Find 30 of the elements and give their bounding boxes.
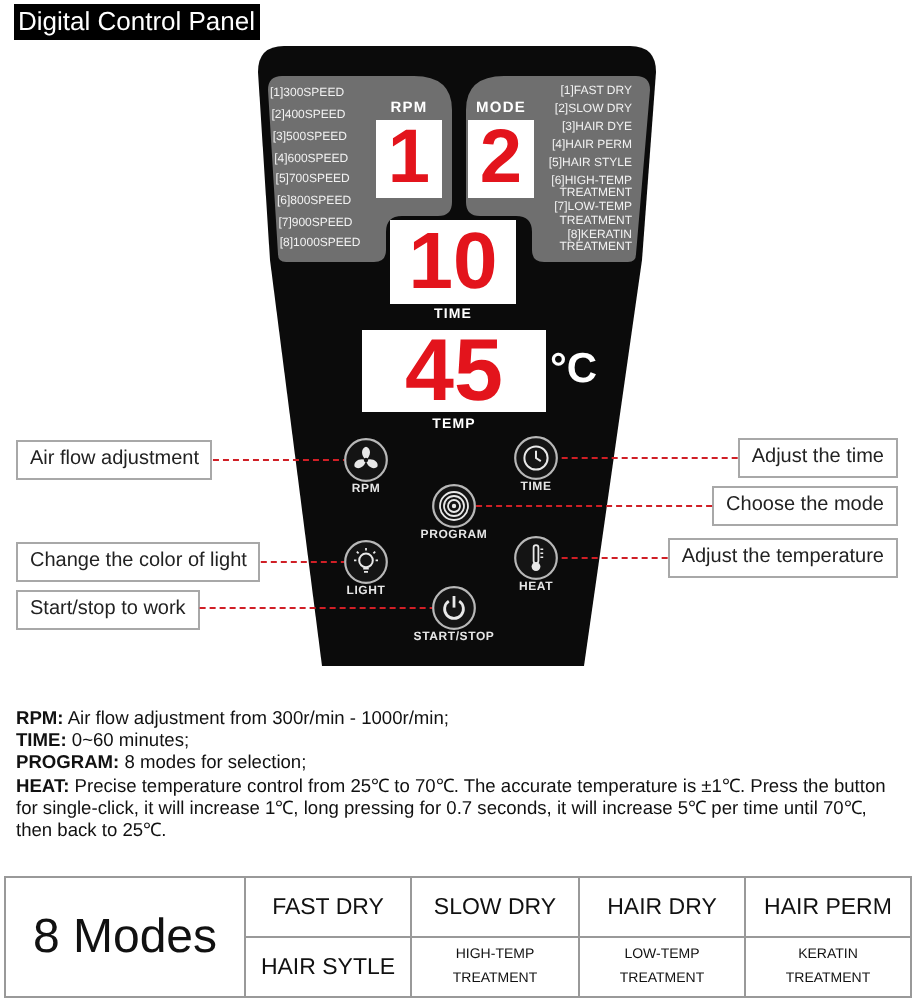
table-header-cell: 8 Modes bbox=[4, 876, 246, 998]
description-text: TIME: 0~60 minutes; bbox=[16, 730, 192, 753]
description-text: PROGRAM: 8 modes for selection; bbox=[16, 752, 309, 776]
light-bulb-icon bbox=[344, 540, 388, 584]
power-icon bbox=[432, 586, 476, 630]
unit-label: °C bbox=[550, 346, 598, 394]
digit-display: 1 bbox=[376, 120, 442, 198]
leader-line bbox=[212, 458, 344, 462]
clock-icon bbox=[514, 436, 558, 480]
callout-box: Start/stop to work bbox=[16, 590, 200, 630]
leader-line bbox=[199, 606, 432, 610]
fan-icon bbox=[344, 438, 388, 482]
leader-line bbox=[260, 560, 344, 564]
description-text: HEAT: Precise temperature control from 25℃ to 70℃. The accurate temperature is ±1℃. Press the button for single-click, it will increase 1℃, long pressing for 0.7 seconds, it will increase 5℃ per time until 70℃, then back to 25℃. bbox=[16, 775, 888, 843]
callout-box: Change the color of light bbox=[16, 542, 261, 582]
table-cell: HAIR PERM bbox=[744, 876, 912, 938]
thermometer-icon bbox=[514, 536, 558, 580]
title: Digital Control Panel bbox=[14, 4, 260, 40]
leader-line bbox=[476, 504, 713, 508]
description-text: RPM: Air flow adjustment from 300r/min - 1000r/min; bbox=[16, 708, 451, 731]
callout-box: Air flow adjustment bbox=[16, 440, 213, 480]
callout-box: Adjust the time bbox=[737, 438, 898, 478]
digit-display: 45 bbox=[362, 330, 546, 412]
leader-line bbox=[558, 456, 738, 460]
digit-display: 2 bbox=[468, 120, 534, 198]
callout-box: Choose the mode bbox=[712, 486, 898, 526]
leader-line bbox=[558, 556, 668, 560]
concentric-circles-icon bbox=[432, 484, 476, 528]
callout-box: Adjust the temperature bbox=[667, 538, 898, 578]
digit-display: 10 bbox=[390, 220, 516, 304]
